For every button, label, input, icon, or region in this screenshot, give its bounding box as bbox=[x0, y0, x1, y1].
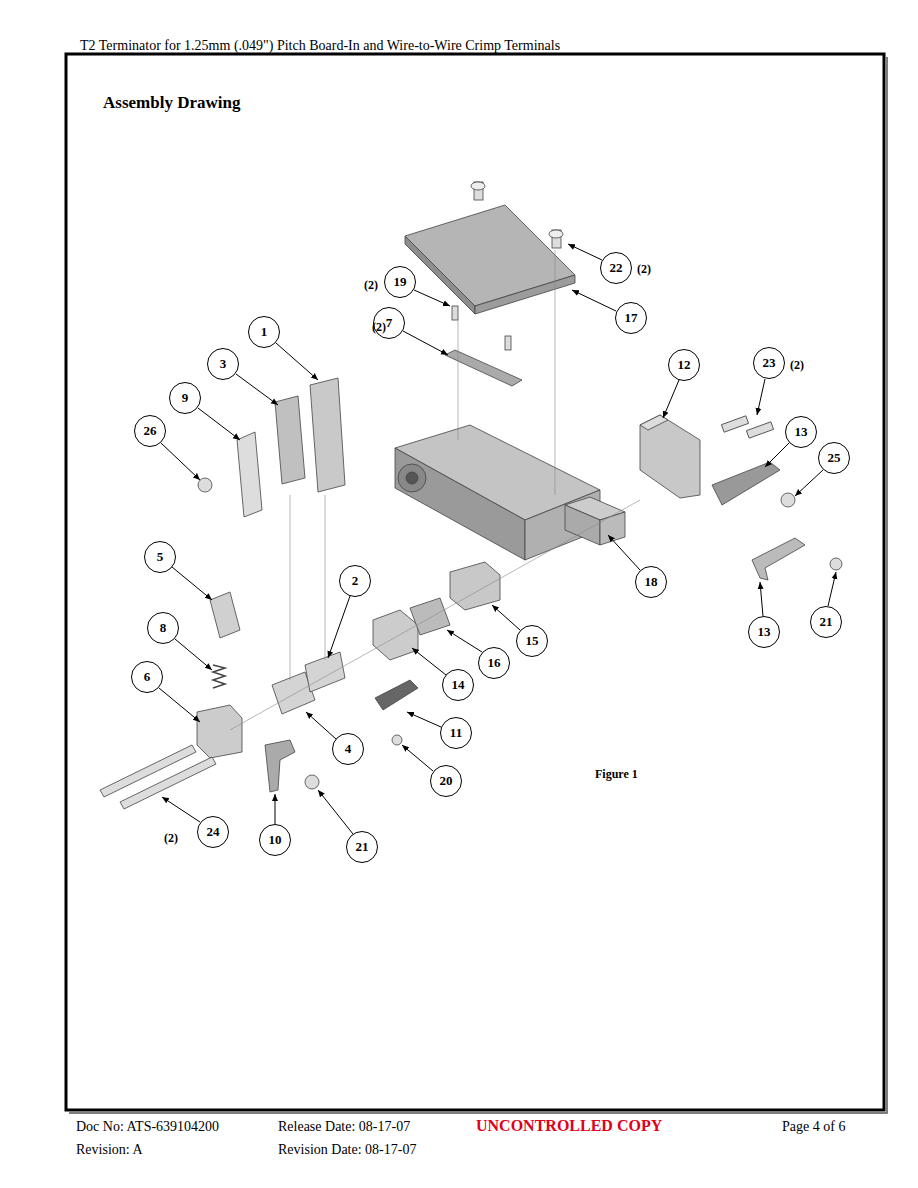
callout-number: 17 bbox=[625, 310, 638, 326]
callout-number: 24 bbox=[207, 824, 220, 840]
callout-number: 10 bbox=[269, 832, 282, 848]
quantity-note: (2) bbox=[164, 831, 178, 846]
callout-number: 5 bbox=[157, 549, 164, 565]
quantity-note: (2) bbox=[790, 358, 804, 373]
callout-number: 20 bbox=[440, 773, 453, 789]
callout-circle: 26 bbox=[134, 415, 166, 447]
callout-number: 22 bbox=[610, 260, 623, 276]
callout-circle: 10 bbox=[259, 824, 291, 856]
footer-text: Revision Date: 08-17-07 bbox=[278, 1142, 416, 1158]
callout-number: 13 bbox=[795, 424, 808, 440]
callout-number: 25 bbox=[828, 450, 841, 466]
callout-number: 6 bbox=[144, 669, 151, 685]
callout-number: 21 bbox=[820, 614, 833, 630]
callout-number: 11 bbox=[450, 725, 462, 741]
callout-number: 13 bbox=[758, 624, 771, 640]
callout-circle: 8 bbox=[147, 612, 179, 644]
footer-stamp: UNCONTROLLED COPY bbox=[476, 1117, 662, 1135]
callout-circle: 18 bbox=[635, 566, 667, 598]
callout-circle: 1 bbox=[248, 316, 280, 348]
callout-circle: 23 bbox=[753, 347, 785, 379]
callout-number: 8 bbox=[160, 620, 167, 636]
callout-circle: 15 bbox=[516, 625, 548, 657]
callout-circle: 5 bbox=[144, 541, 176, 573]
callout-number: 21 bbox=[356, 839, 369, 855]
callout-circle: 17 bbox=[615, 302, 647, 334]
callout-circle: 13 bbox=[785, 416, 817, 448]
figure-caption: Figure 1 bbox=[595, 767, 638, 782]
footer-text: Page 4 of 6 bbox=[782, 1119, 845, 1135]
callout-circle: 20 bbox=[430, 765, 462, 797]
callout-number: 26 bbox=[144, 423, 157, 439]
callout-number: 1 bbox=[261, 324, 268, 340]
callout-circle: 21 bbox=[346, 831, 378, 863]
callout-circle: 14 bbox=[442, 669, 474, 701]
callout-number: 18 bbox=[645, 574, 658, 590]
callout-circle: 13 bbox=[748, 616, 780, 648]
callout-circle: 25 bbox=[818, 442, 850, 474]
callout-number: 7 bbox=[386, 315, 393, 331]
callout-number: 9 bbox=[182, 390, 189, 406]
callout-circle: 12 bbox=[668, 349, 700, 381]
callout-number: 3 bbox=[220, 356, 227, 372]
callout-number: 16 bbox=[488, 655, 501, 671]
callout-number: 4 bbox=[345, 741, 352, 757]
quantity-note: (2) bbox=[364, 278, 378, 293]
callout-circle: 21 bbox=[810, 606, 842, 638]
callout-number: 19 bbox=[394, 274, 407, 290]
footer-text: Release Date: 08-17-07 bbox=[278, 1119, 410, 1135]
callout-circle: 19 bbox=[384, 266, 416, 298]
callout-number: 2 bbox=[352, 573, 359, 589]
header-title: T2 Terminator for 1.25mm (.049") Pitch B… bbox=[80, 38, 560, 54]
quantity-note: (2) bbox=[637, 262, 651, 277]
callout-number: 23 bbox=[763, 355, 776, 371]
callout-circle: 24 bbox=[197, 816, 229, 848]
callout-number: 14 bbox=[452, 677, 465, 693]
footer-text: Doc No: ATS-639104200 bbox=[76, 1119, 219, 1135]
callout-circle: 11 bbox=[440, 717, 472, 749]
quantity-note: (2) bbox=[372, 320, 386, 335]
callout-number: 12 bbox=[678, 357, 691, 373]
callout-circle: 16 bbox=[478, 647, 510, 679]
callout-circle: 2 bbox=[339, 565, 371, 597]
callout-circle: 6 bbox=[131, 661, 163, 693]
callout-circle: 3 bbox=[207, 348, 239, 380]
callout-circle: 4 bbox=[332, 733, 364, 765]
callout-circle: 9 bbox=[169, 382, 201, 414]
callout-number: 15 bbox=[526, 633, 539, 649]
drawing-title: Assembly Drawing bbox=[103, 93, 240, 113]
footer-text: Revision: A bbox=[76, 1142, 143, 1158]
callout-circle: 22 bbox=[600, 252, 632, 284]
